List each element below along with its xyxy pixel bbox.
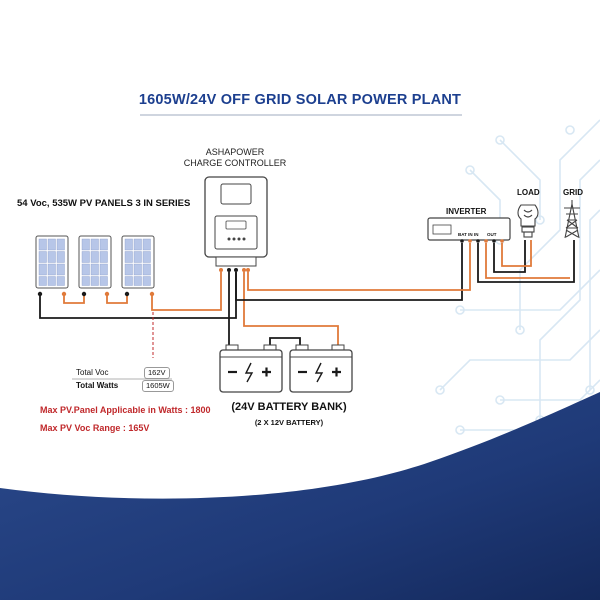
inverter-negative-wire <box>235 243 463 301</box>
inverter-label: INVERTER <box>446 207 487 216</box>
power-tower-icon <box>564 200 580 239</box>
battery-2 <box>289 344 353 393</box>
battery-positive-wire <box>243 272 339 346</box>
controller-type-label: CHARGE CONTROLLER <box>183 158 287 168</box>
total-voc-label: Total Voc <box>76 368 109 377</box>
circuit-pattern <box>435 119 600 471</box>
controller-screen <box>220 183 252 205</box>
inverter-positive-wire <box>247 243 471 291</box>
pv-series-link-2 <box>106 293 128 304</box>
load-label: LOAD <box>517 188 540 197</box>
charge-controller <box>204 176 268 272</box>
grid-label: GRID <box>563 188 583 197</box>
pv-panel-1 <box>35 235 69 297</box>
wires <box>39 240 575 358</box>
light-bulb-icon <box>517 204 539 238</box>
controller-brand-label: ASHAPOWER <box>205 147 265 157</box>
pv-panels-title: 54 Voc, 535W PV PANELS 3 IN SERIES <box>17 198 191 209</box>
grid-wire-1 <box>477 240 575 283</box>
battery-bank-title: (24V BATTERY BANK) <box>231 401 347 413</box>
load-wire-1 <box>493 240 526 273</box>
controller-display-panel <box>214 215 258 250</box>
total-watts-label: Total Watts <box>76 381 119 390</box>
inverter-terminal-in: IN <box>474 232 479 237</box>
load-wire-2 <box>501 240 532 267</box>
pv-panel-2 <box>78 235 112 297</box>
max-watts-note: Max PV.Panel Applicable in Watts : 1800 <box>40 405 211 415</box>
pv-panel-3 <box>121 235 155 297</box>
pv-positive-wire <box>151 272 222 311</box>
controller-terminal-block <box>215 256 257 267</box>
inverter-terminal-out: OUT <box>487 232 497 237</box>
max-voc-note: Max PV Voc Range : 165V <box>40 423 150 433</box>
inverter-display <box>432 224 452 235</box>
page-title: 1605W/24V OFF GRID SOLAR POWER PLANT <box>138 92 462 108</box>
inverter-terminal-bat-in: BAT IN <box>458 232 473 237</box>
grid-wire-2 <box>485 243 570 279</box>
total-watts-value: 1605W <box>142 380 174 392</box>
battery-series-link <box>269 337 301 346</box>
battery-1 <box>219 344 283 393</box>
navy-wave <box>0 392 600 600</box>
pv-series-link-1 <box>63 293 85 304</box>
inverter <box>427 217 511 243</box>
total-voc-value: 162V <box>144 367 170 379</box>
battery-bank-subtitle: (2 X 12V BATTERY) <box>254 418 324 427</box>
